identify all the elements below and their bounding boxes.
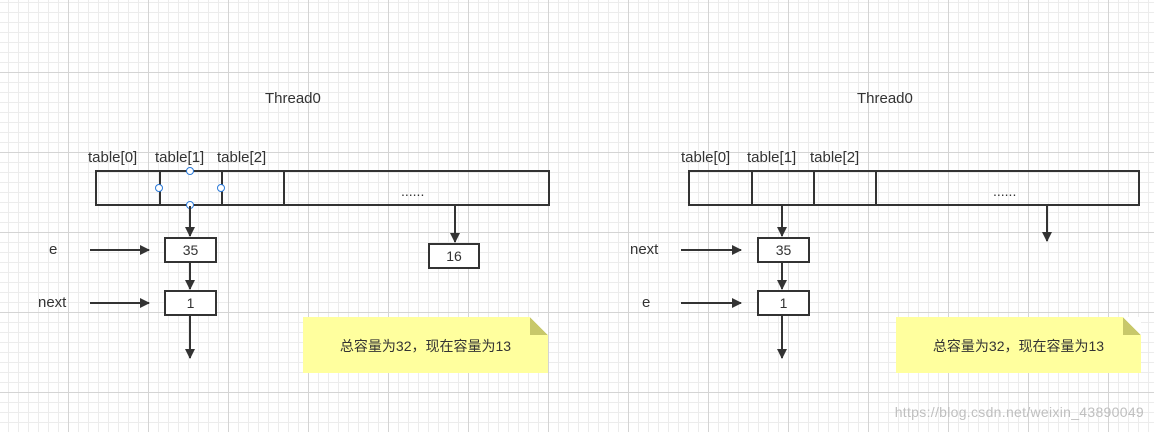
right-note-text: 总容量为32，现在容量为13 xyxy=(932,338,1105,354)
right-var-next: next xyxy=(630,241,659,258)
left-var-e: e xyxy=(49,241,58,258)
left-table-cell-0[interactable] xyxy=(95,170,159,206)
right-var-e: e xyxy=(642,294,651,311)
left-thread-title: Thread0 xyxy=(265,90,321,107)
left-selection-handle-left[interactable] xyxy=(155,184,163,192)
left-table-ellipsis: ...... xyxy=(401,183,425,199)
left-label-table-1: table[1] xyxy=(155,149,205,166)
right-label-table-2: table[2] xyxy=(810,149,860,166)
left-note-text: 总容量为32，现在容量为13 xyxy=(339,338,512,354)
left-sticky-note[interactable]: 总容量为32，现在容量为13 xyxy=(303,317,548,373)
right-table-cell-1[interactable] xyxy=(751,170,813,206)
left-selection-handle-top[interactable] xyxy=(186,167,194,175)
left-label-table-2: table[2] xyxy=(217,149,267,166)
right-table-cell-2[interactable] xyxy=(813,170,875,206)
right-table-ellipsis: ...... xyxy=(993,183,1017,199)
right-thread-title: Thread0 xyxy=(857,90,913,107)
right-node-1[interactable]: 1 xyxy=(757,290,810,316)
left-node-35[interactable]: 35 xyxy=(164,237,217,263)
right-table-rest[interactable] xyxy=(875,170,1140,206)
left-table-rest[interactable] xyxy=(283,170,550,206)
right-sticky-note[interactable]: 总容量为32，现在容量为13 xyxy=(896,317,1141,373)
left-node-1[interactable]: 1 xyxy=(164,290,217,316)
left-label-table-0: table[0] xyxy=(88,149,138,166)
right-label-table-0: table[0] xyxy=(681,149,731,166)
left-node-16[interactable]: 16 xyxy=(428,243,480,269)
watermark: https://blog.csdn.net/weixin_43890049 xyxy=(894,404,1144,420)
right-label-table-1: table[1] xyxy=(747,149,797,166)
right-table-cell-0[interactable] xyxy=(688,170,751,206)
note-fold-icon xyxy=(1123,317,1141,335)
left-var-next: next xyxy=(38,294,67,311)
note-fold-icon xyxy=(530,317,548,335)
left-selection-handle-right[interactable] xyxy=(217,184,225,192)
right-node-35[interactable]: 35 xyxy=(757,237,810,263)
